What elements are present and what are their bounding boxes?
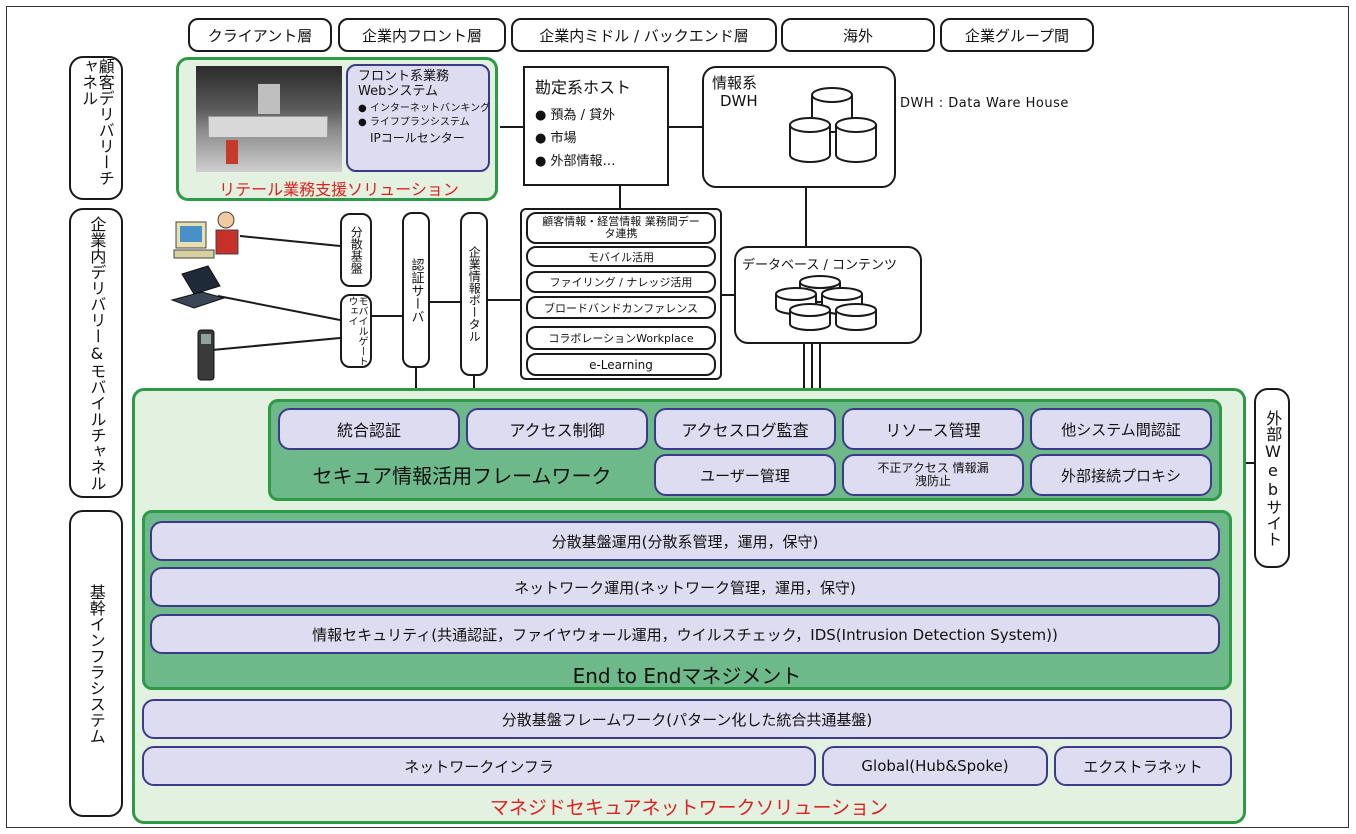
sec-intrusion-prevention: 不正アクセス 情報漏洩防止 xyxy=(842,454,1024,496)
sec-access-control: アクセス制御 xyxy=(466,408,648,450)
front-system-ip-call: IPコールセンター xyxy=(370,130,465,145)
desktop-user-icon xyxy=(173,211,239,259)
e2e-info-security: 情報セキュリティ(共通認証，ファイヤウォール運用，ウイルスチェック，IDS(In… xyxy=(150,614,1220,654)
host-title: 勘定系ホスト xyxy=(535,78,632,97)
infra-framework: 分散基盤フレームワーク(パターン化した統合共通基盤) xyxy=(142,699,1232,739)
security-framework-title: セキュア情報活用フレームワーク xyxy=(312,464,612,488)
app-broadband-conference: ブロードバンドカンファレンス xyxy=(526,296,716,319)
layer-middle-backend: 企業内ミドル / バックエンド層 xyxy=(511,18,777,52)
dwh-title-line-2: DWH xyxy=(720,92,758,110)
dwh-title-line-1: 情報系 xyxy=(712,74,758,92)
app-elearning: e-Learning xyxy=(526,353,716,376)
label-external-web: 外部Webサイト xyxy=(1254,388,1290,568)
label-internal-channel: 企業内デリバリー&モバイルチャネル xyxy=(69,208,123,498)
label-backbone: 基幹インフラシステム xyxy=(69,510,123,817)
database-title: データベース / コンテンツ xyxy=(742,258,897,273)
auth-server-box: 認証サーバ xyxy=(402,212,430,368)
host-box: 勘定系ホスト ● 預為 / 貸外 ● 市場 ● 外部情報… xyxy=(523,66,669,186)
front-system-bullet-1: ● インターネットバンキング xyxy=(358,102,491,114)
managed-network-title: マネジドセキュアネットワークソリューション xyxy=(489,797,889,819)
app-collaboration: コラボレーションWorkplace xyxy=(526,326,716,350)
infra-global: Global(Hub&Spoke) xyxy=(822,746,1048,786)
mobile-phone-icon xyxy=(197,329,215,381)
front-system-line-2: Webシステム xyxy=(358,83,438,99)
mobile-gateway-box: モバイルゲートウェイ xyxy=(340,294,372,368)
app-mobile: モバイル活用 xyxy=(526,246,716,267)
sec-integrated-auth: 統合認証 xyxy=(278,408,460,450)
e2e-distributed-ops: 分散基盤運用(分散系管理，運用，保守) xyxy=(150,521,1220,561)
infra-extranet: エクストラネット xyxy=(1054,746,1232,786)
layer-group: 企業グループ間 xyxy=(940,18,1094,52)
outer-frame xyxy=(6,6,1349,828)
front-system-line-1: フロント系業務 xyxy=(358,69,450,84)
front-system-bullet-2: ● ライフプランシステム xyxy=(358,117,470,129)
host-item-market: ● 市場 xyxy=(535,131,577,146)
e2e-network-ops: ネットワーク運用(ネットワーク管理，運用，保守) xyxy=(150,567,1220,607)
app-customer-info: 顧客情報・経営情報 業務間データ連携 xyxy=(526,212,716,244)
sec-resource-management: リソース管理 xyxy=(842,408,1024,450)
infra-network: ネットワークインフラ xyxy=(142,746,816,786)
sec-user-management: ユーザー管理 xyxy=(654,454,836,496)
call-center-photo xyxy=(196,66,342,172)
layer-front: 企業内フロント層 xyxy=(338,18,506,52)
host-item-external: ● 外部情報… xyxy=(535,154,616,169)
distributed-base-box: 分散基盤 xyxy=(340,213,372,287)
dwh-note: DWH : Data Ware House xyxy=(900,96,1069,111)
sec-access-log-audit: アクセスログ監査 xyxy=(654,408,836,450)
sec-external-proxy: 外部接続プロキシ xyxy=(1030,454,1212,496)
retail-solution-title: リテール業務支援ソリューション xyxy=(219,180,459,199)
laptop-icon xyxy=(170,265,226,309)
sec-cross-system-auth: 他システム間認証 xyxy=(1030,408,1212,450)
label-customer-channel: 顧客デリバリーチャネル xyxy=(69,56,123,200)
layer-overseas: 海外 xyxy=(781,18,935,52)
host-item-deposit: ● 預為 / 貸外 xyxy=(535,108,616,123)
e2e-title: End to Endマネジメント xyxy=(572,664,802,688)
app-filing-knowledge: ファイリング / ナレッジ活用 xyxy=(526,271,716,293)
portal-box: 企業情報ポータル xyxy=(460,212,488,376)
front-web-system-box: フロント系業務 Webシステム ● インターネットバンキング ● ライフプランシ… xyxy=(346,64,490,172)
layer-client: クライアント層 xyxy=(188,18,332,52)
